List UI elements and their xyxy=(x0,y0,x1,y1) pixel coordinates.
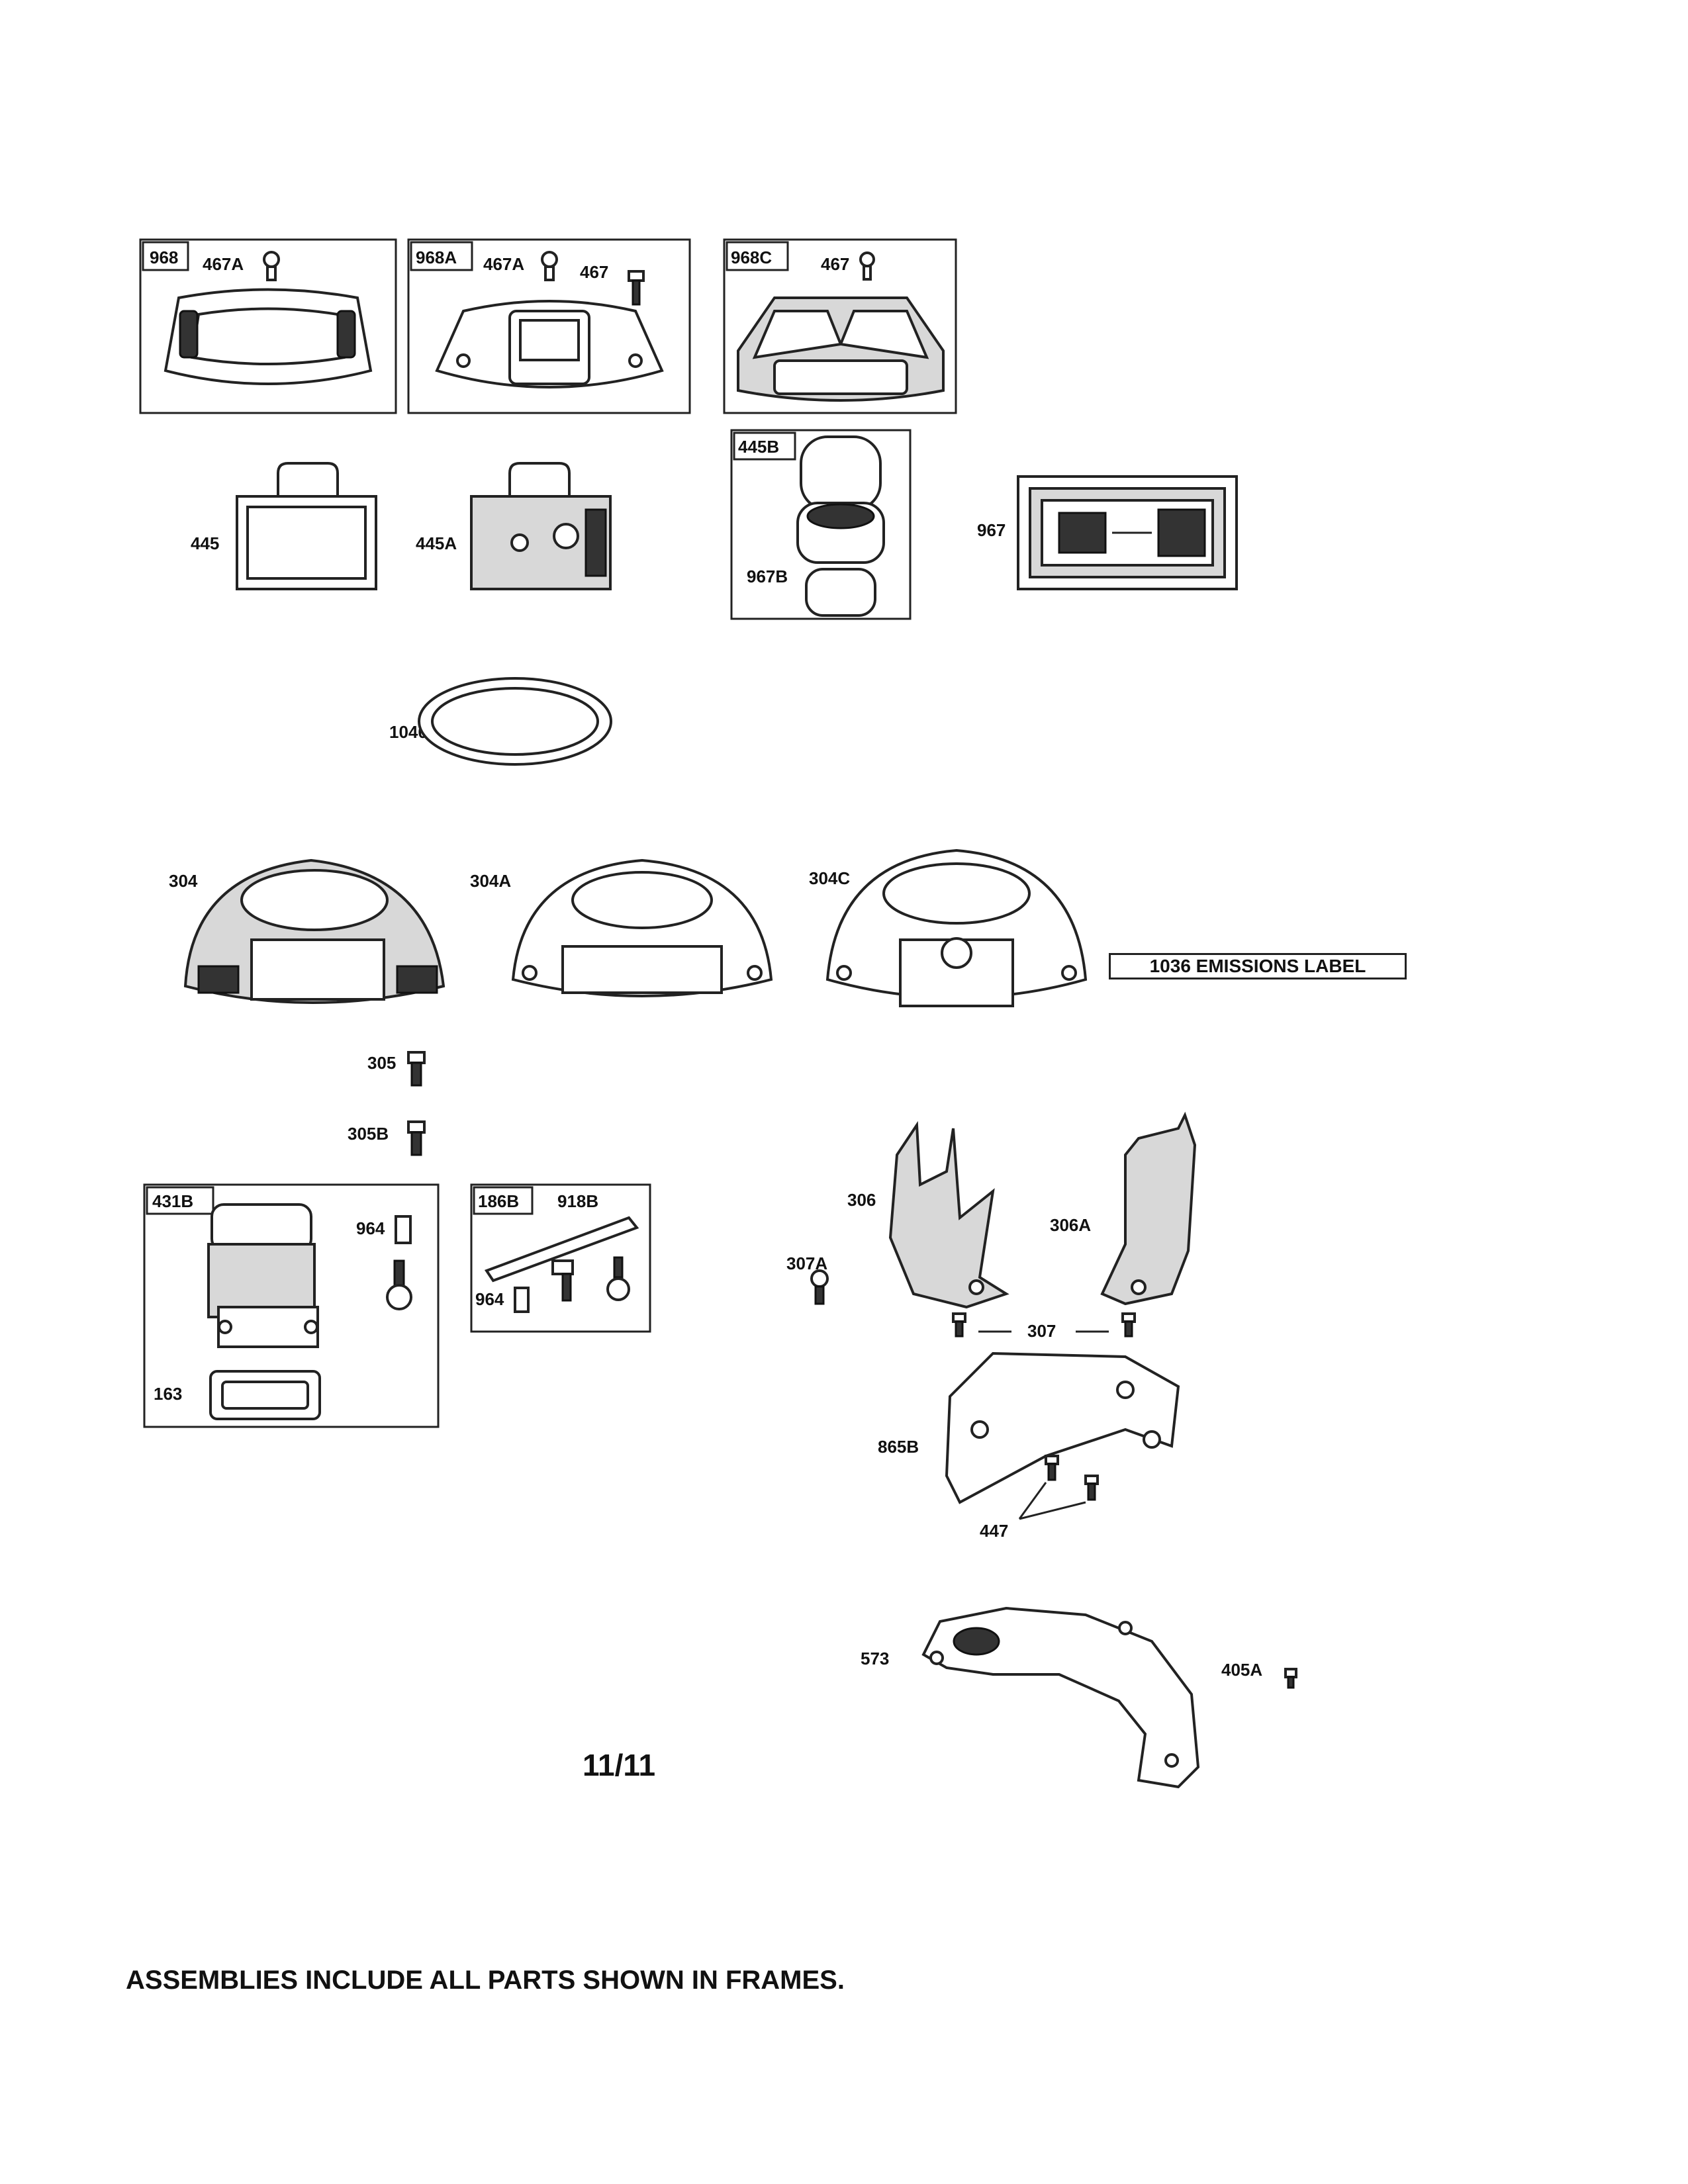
frame-968: 968 467A xyxy=(139,238,397,414)
bolt-icon xyxy=(541,251,558,281)
air-cleaner-cover-968 xyxy=(164,288,373,385)
frame-431B-part-163: 163 xyxy=(154,1384,182,1404)
part-865B-label: 865B xyxy=(878,1437,919,1457)
screw-447: 447 xyxy=(980,1455,1099,1541)
frame-968A-part-467A: 467A xyxy=(483,254,524,274)
part-304-label: 304 xyxy=(169,871,198,891)
screw-307A: 307A xyxy=(786,1253,829,1305)
screw-icon xyxy=(628,270,645,306)
part-447-label: 447 xyxy=(980,1521,1008,1541)
screw-305: 305 xyxy=(367,1051,426,1087)
baffle-306: 306 xyxy=(847,1120,1009,1309)
breather-fitting xyxy=(386,1259,412,1310)
part-307-label: 307 xyxy=(1027,1321,1056,1341)
intake-elbow xyxy=(207,1203,319,1348)
baffle-573: 573 xyxy=(861,1606,1200,1789)
elbow-fitting xyxy=(551,1259,574,1302)
footer-note: ASSEMBLIES INCLUDE ALL PARTS SHOWN IN FR… xyxy=(126,1966,845,1995)
air-cleaner-cover-968A xyxy=(435,300,664,388)
part-304C-label: 304C xyxy=(809,868,850,888)
part-967-label: 967 xyxy=(977,520,1006,540)
frame-186B-part-918B: 918B xyxy=(557,1191,598,1211)
frame-431B-part-964: 964 xyxy=(356,1218,385,1238)
frame-445B: 445B 967B xyxy=(730,429,912,620)
frame-186B-part-964: 964 xyxy=(475,1289,504,1309)
emissions-label: 1036 EMISSIONS LABEL xyxy=(1109,953,1407,979)
plug-964 xyxy=(514,1287,530,1313)
frame-968-part-467A: 467A xyxy=(203,254,244,274)
screw-405A: 405A xyxy=(1221,1660,1297,1689)
blower-housing-304: 304 xyxy=(169,858,445,1004)
air-filter-445: 445 xyxy=(191,462,377,590)
frame-968A-part-467: 467 xyxy=(580,262,608,282)
part-305B-label: 305B xyxy=(348,1124,389,1144)
frame-968C: 968C 467 xyxy=(723,238,957,414)
foam-pre-cleaner-967B xyxy=(805,568,876,617)
frame-431B: 431B 964 163 xyxy=(143,1183,440,1428)
gasket-1040: 1040 xyxy=(389,677,612,766)
frame-968A-id: 968A xyxy=(416,248,457,267)
bolt-icon xyxy=(263,251,280,281)
frame-431B-id: 431B xyxy=(152,1191,193,1211)
plug-964 xyxy=(395,1215,412,1244)
baffle-306A: 306A xyxy=(1050,1111,1197,1306)
part-306A-label: 306A xyxy=(1050,1215,1091,1235)
baffle-865B: 865B xyxy=(878,1351,1180,1504)
frame-968A: 968A 467A 467 xyxy=(407,238,691,414)
part-304A-label: 304A xyxy=(470,871,511,891)
screw-icon xyxy=(859,251,875,281)
screw-307: 307 xyxy=(952,1312,1136,1341)
blower-housing-304C: 304C xyxy=(809,848,1088,1007)
part-445-label: 445 xyxy=(191,533,219,553)
frame-445B-part-967B: 967B xyxy=(747,567,788,586)
part-573-label: 573 xyxy=(861,1649,889,1668)
frame-186B: 186B 918B 964 xyxy=(470,1183,651,1333)
page-number: 11/11 xyxy=(583,1748,656,1782)
part-306-label: 306 xyxy=(847,1190,876,1210)
screw-305B: 305B xyxy=(348,1120,426,1156)
part-405A-label: 405A xyxy=(1221,1660,1262,1680)
air-filter-445A: 445A xyxy=(416,462,612,590)
part-445A-label: 445A xyxy=(416,533,457,553)
pre-cleaner-element xyxy=(796,435,885,564)
air-cleaner-cover-968C xyxy=(737,296,945,402)
frame-968C-id: 968C xyxy=(731,248,772,267)
frame-445B-id: 445B xyxy=(738,437,779,457)
frame-186B-id: 186B xyxy=(478,1191,519,1211)
air-filter-967: 967 xyxy=(977,475,1238,590)
part-305-label: 305 xyxy=(367,1053,396,1073)
breather-fitting xyxy=(606,1256,630,1301)
tube-918B xyxy=(484,1216,639,1283)
frame-968-id: 968 xyxy=(150,248,178,267)
frame-968C-part-467: 467 xyxy=(821,254,849,274)
blower-housing-304A: 304A xyxy=(470,858,773,997)
